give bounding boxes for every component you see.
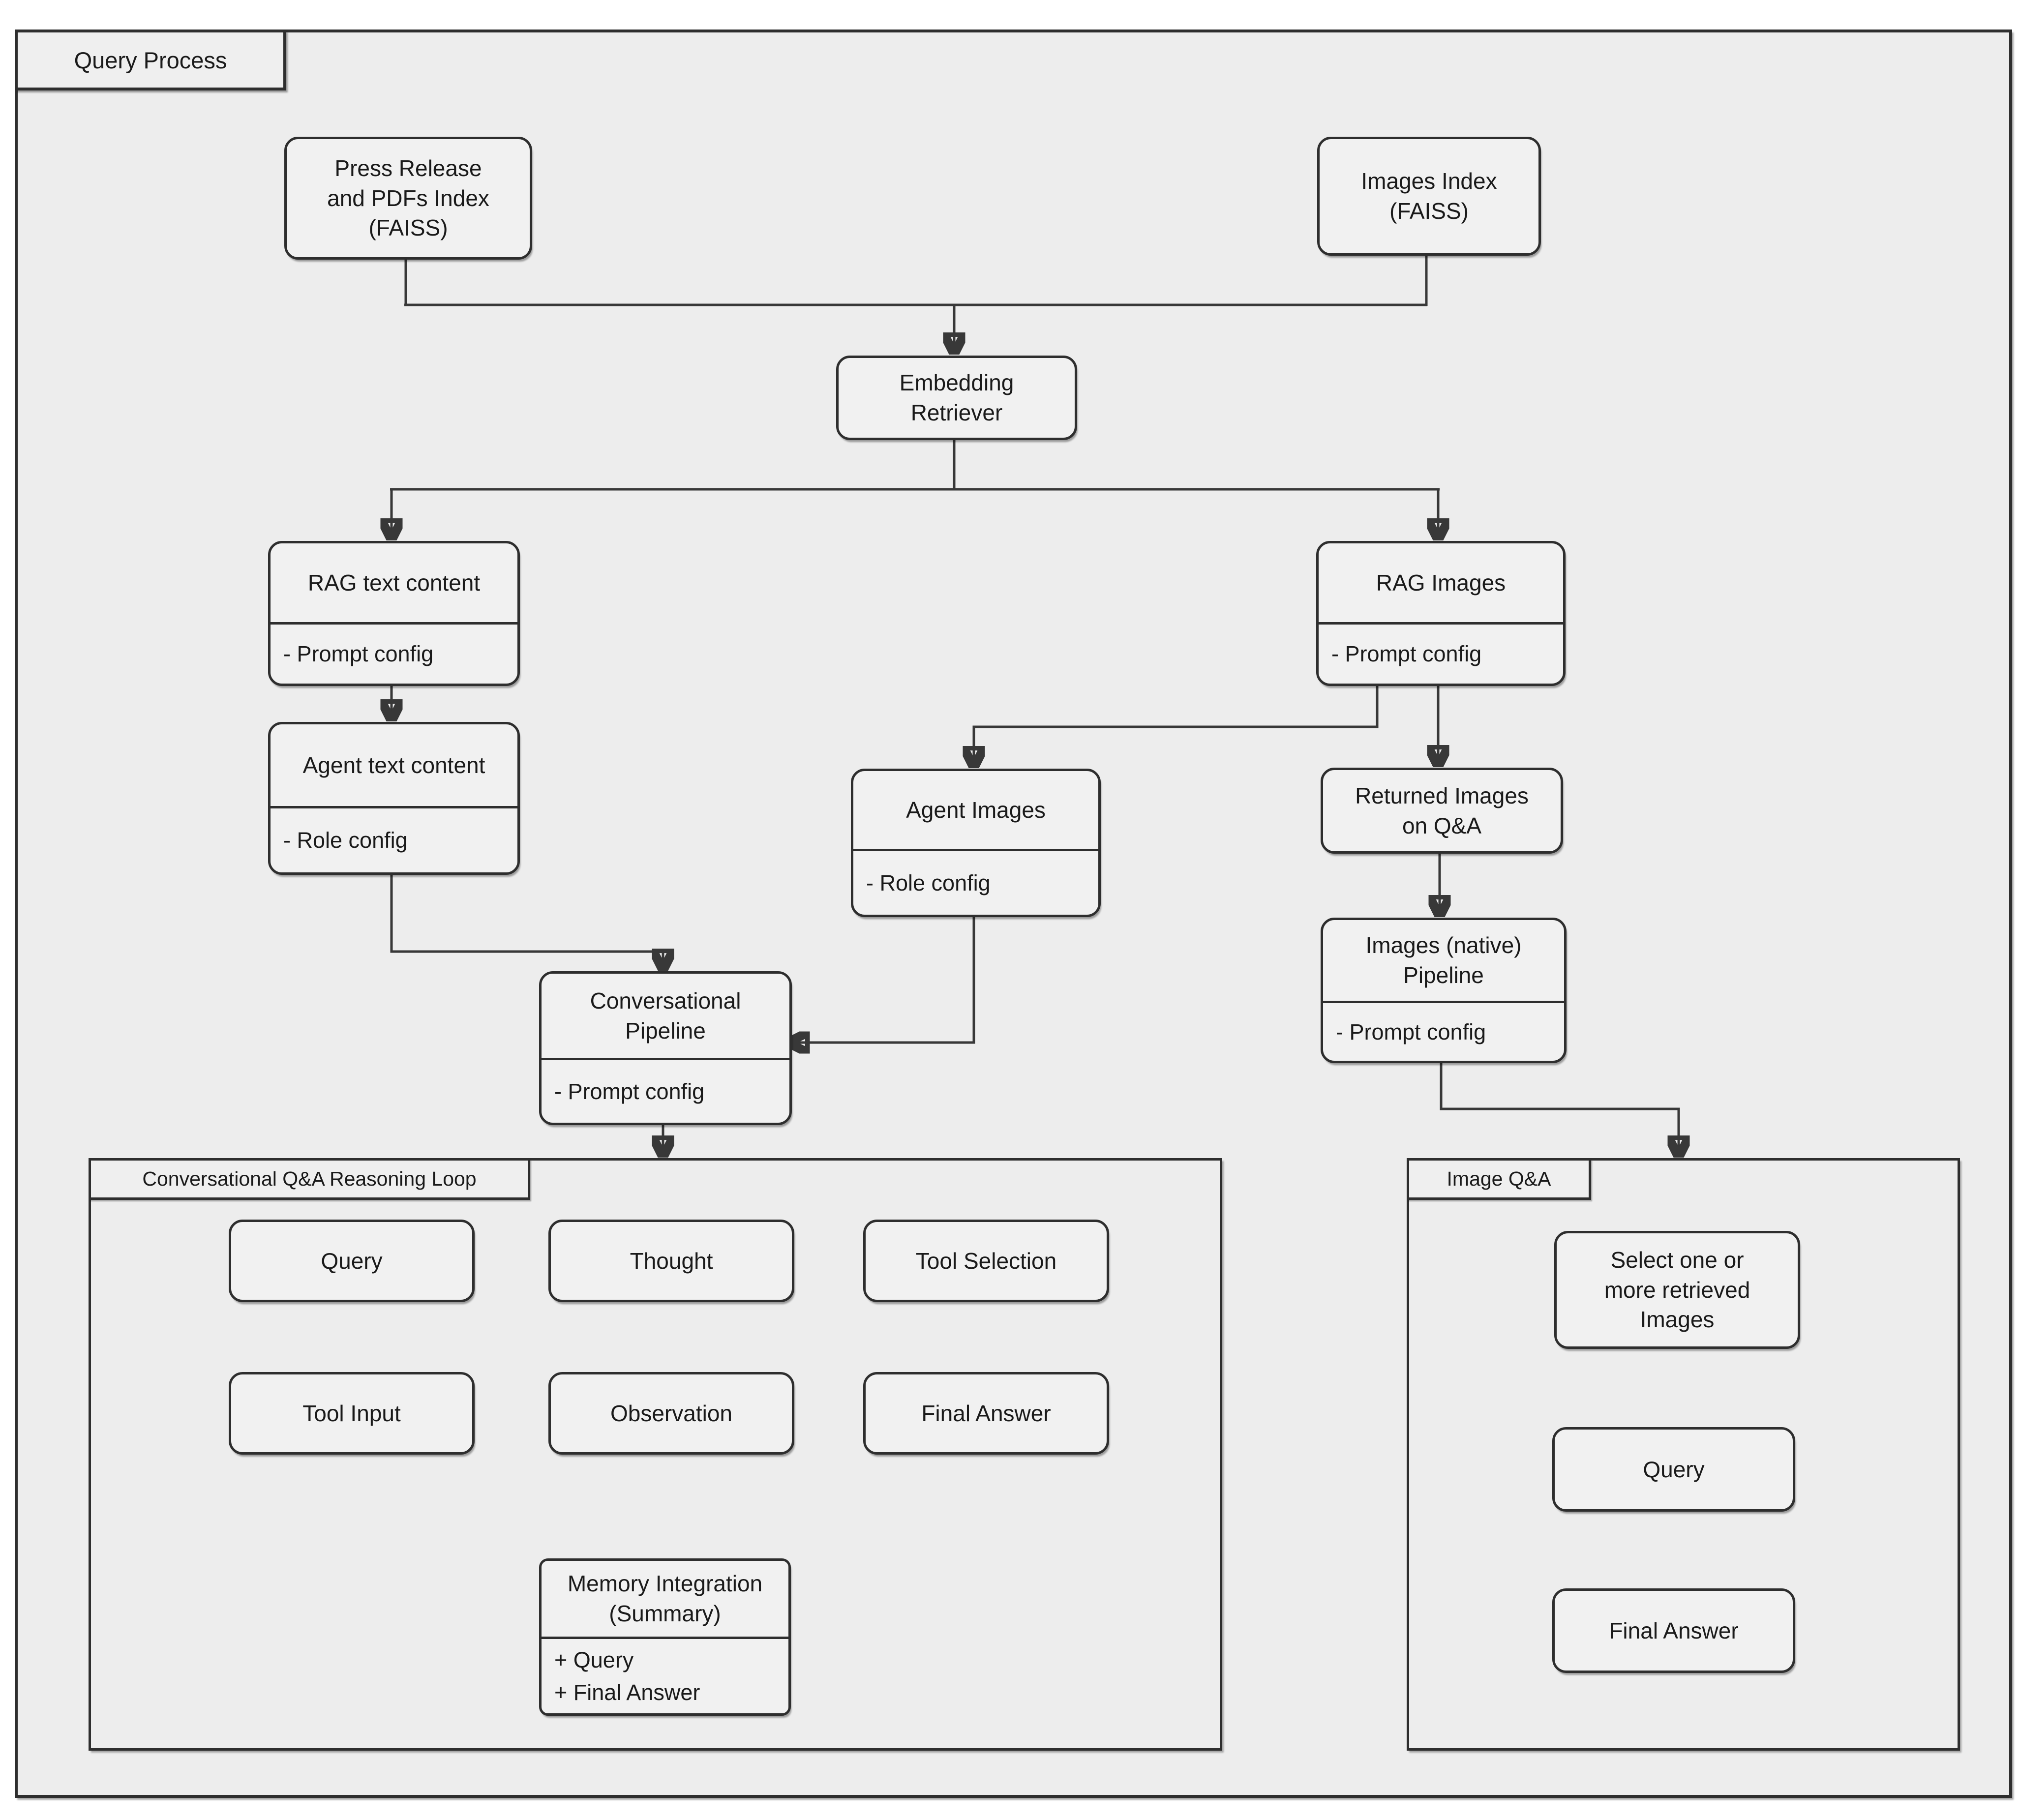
node-label: Memory Integration (Summary) bbox=[542, 1561, 788, 1639]
group-label-image-qa: Image Q&A bbox=[1407, 1158, 1591, 1200]
diagram-title: Query Process bbox=[74, 47, 227, 73]
node-label: Press Release and PDFs Index (FAISS) bbox=[327, 155, 489, 241]
node-memory-integration: Memory Integration (Summary) + Query + F… bbox=[539, 1558, 791, 1716]
node-label: RAG text content bbox=[271, 543, 517, 625]
node-label: Thought bbox=[630, 1248, 713, 1274]
node-sub-label: + Query + Final Answer bbox=[554, 1647, 700, 1705]
node-image-query: Query bbox=[1552, 1427, 1795, 1512]
group-label-text: Image Q&A bbox=[1447, 1167, 1551, 1190]
node-label: Query bbox=[321, 1248, 383, 1274]
node-label: Conversational Pipeline bbox=[542, 974, 789, 1060]
node-conversational-pipeline: Conversational Pipeline - Prompt config bbox=[539, 971, 792, 1125]
node-sub-label: - Prompt config bbox=[1336, 1019, 1486, 1044]
node-rag-images: RAG Images - Prompt config bbox=[1316, 541, 1566, 686]
node-label: Returned Images on Q&A bbox=[1355, 782, 1529, 838]
node-returned-images-qa: Returned Images on Q&A bbox=[1321, 768, 1563, 854]
node-sub-label: - Role config bbox=[283, 828, 408, 853]
node-label: Agent Images bbox=[853, 771, 1098, 851]
node-sub-label: - Prompt config bbox=[554, 1078, 705, 1104]
node-sub-label: - Prompt config bbox=[283, 641, 434, 667]
node-label: Select one or more retrieved Images bbox=[1604, 1247, 1750, 1333]
node-label: Tool Selection bbox=[915, 1248, 1057, 1274]
node-label: Final Answer bbox=[921, 1400, 1051, 1426]
group-label-reasoning-loop: Conversational Q&A Reasoning Loop bbox=[89, 1158, 530, 1200]
node-label: Embedding Retriever bbox=[899, 370, 1014, 425]
group-label-text: Conversational Q&A Reasoning Loop bbox=[142, 1167, 477, 1190]
node-rag-text-content: RAG text content - Prompt config bbox=[268, 541, 520, 686]
node-label: Agent text content bbox=[271, 724, 517, 808]
node-label: Images (native) Pipeline bbox=[1323, 920, 1564, 1003]
node-query: Query bbox=[229, 1220, 475, 1302]
node-label: Tool Input bbox=[302, 1400, 401, 1426]
node-final-answer: Final Answer bbox=[863, 1372, 1109, 1455]
node-label: Observation bbox=[610, 1400, 732, 1426]
node-image-final-answer: Final Answer bbox=[1552, 1588, 1795, 1673]
node-label: Final Answer bbox=[1609, 1617, 1739, 1643]
diagram-title-box: Query Process bbox=[15, 30, 286, 90]
node-images-native-pipeline: Images (native) Pipeline - Prompt config bbox=[1321, 918, 1567, 1063]
node-images-index: Images Index (FAISS) bbox=[1317, 137, 1541, 256]
node-select-retrieved-images: Select one or more retrieved Images bbox=[1554, 1231, 1800, 1349]
node-press-release-pdfs-index: Press Release and PDFs Index (FAISS) bbox=[284, 137, 532, 260]
node-label: Query bbox=[1643, 1456, 1705, 1482]
node-agent-text-content: Agent text content - Role config bbox=[268, 722, 520, 875]
node-tool-selection: Tool Selection bbox=[863, 1220, 1109, 1302]
node-agent-images: Agent Images - Role config bbox=[851, 769, 1101, 917]
node-label: Images Index (FAISS) bbox=[1361, 168, 1497, 224]
node-observation: Observation bbox=[548, 1372, 794, 1455]
node-label: RAG Images bbox=[1319, 543, 1563, 625]
node-embedding-retriever: Embedding Retriever bbox=[836, 356, 1077, 440]
node-tool-input: Tool Input bbox=[229, 1372, 475, 1455]
node-sub-label: - Role config bbox=[866, 870, 991, 895]
node-thought: Thought bbox=[548, 1220, 794, 1302]
node-sub-label: - Prompt config bbox=[1331, 641, 1482, 667]
